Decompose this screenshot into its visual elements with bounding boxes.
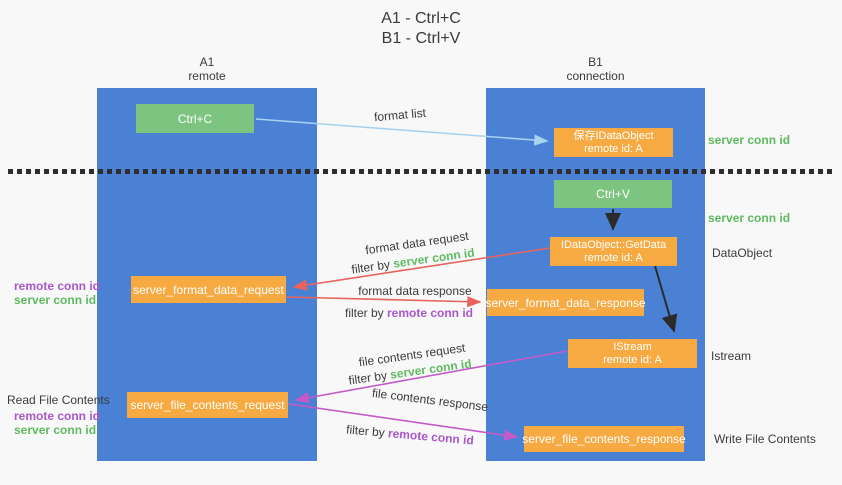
filter-by-text: filter by bbox=[345, 422, 389, 441]
node-save-dataobject-line2: remote id: A bbox=[584, 142, 643, 155]
node-file-request: server_file_contents_request bbox=[127, 392, 288, 418]
annotation-istream: Istream bbox=[711, 349, 752, 363]
node-format-response-label: server_format_data_response bbox=[485, 295, 646, 310]
lane-left-role: remote bbox=[188, 69, 226, 83]
filter-by-text: filter by bbox=[344, 306, 387, 320]
annotation-server-conn-id-mid: server conn id bbox=[708, 211, 791, 225]
node-file-response: server_file_contents_response bbox=[522, 426, 686, 452]
node-ctrl-v-label: Ctrl+V bbox=[596, 187, 630, 201]
annotation-server-conn-id-left-2: server conn id bbox=[14, 423, 97, 437]
label-format-list: format list bbox=[373, 105, 427, 125]
annotation-write-file-contents: Write File Contents bbox=[714, 432, 816, 446]
node-file-response-label: server_file_contents_response bbox=[522, 432, 686, 446]
lane-left-name: A1 bbox=[199, 55, 215, 69]
annotation-remote-conn-id-2: remote conn id bbox=[14, 409, 101, 423]
title-line-1: A1 - Ctrl+C bbox=[381, 10, 461, 27]
annotation-dataobject: DataObject bbox=[712, 246, 773, 260]
node-save-dataobject: 保存IDataObject remote id: A bbox=[554, 128, 673, 157]
label-format-data-response: format data response bbox=[358, 284, 472, 298]
node-format-request-label: server_format_data_request bbox=[133, 282, 284, 297]
node-getdata: IDataObject::GetData remote id: A bbox=[550, 237, 677, 266]
node-save-dataobject-line1: 保存IDataObject bbox=[573, 129, 654, 142]
title-line-2: B1 - Ctrl+V bbox=[381, 30, 461, 47]
node-istream-line1: IStream bbox=[613, 340, 652, 353]
label-filter-remote-2: filter by remote conn id bbox=[346, 422, 475, 447]
remote-conn-id-token: remote conn id bbox=[387, 306, 474, 320]
annotation-remote-conn-id-1: remote conn id bbox=[14, 279, 101, 293]
node-ctrl-c-label: Ctrl+C bbox=[177, 111, 213, 126]
node-istream-line2: remote id: A bbox=[603, 353, 662, 366]
label-file-contents-response: file contents response bbox=[371, 385, 489, 415]
lane-header-left: A1 remote bbox=[97, 55, 317, 83]
label-filter-remote-1: filter by remote conn id bbox=[345, 306, 473, 320]
dotted-separator bbox=[8, 169, 835, 174]
node-file-request-label: server_file_contents_request bbox=[130, 398, 285, 412]
node-ctrl-c: Ctrl+C bbox=[136, 104, 254, 133]
filter-by-text: filter by bbox=[350, 256, 395, 277]
node-getdata-line2: remote id: A bbox=[584, 251, 643, 264]
node-getdata-line1: IDataObject::GetData bbox=[560, 238, 667, 251]
node-istream: IStream remote id: A bbox=[568, 339, 697, 368]
filter-by-text: filter by bbox=[347, 367, 392, 388]
lane-right-name: B1 bbox=[588, 55, 603, 69]
lane-header-right: B1 connection bbox=[486, 55, 705, 83]
diagram-title: A1 - Ctrl+C B1 - Ctrl+V bbox=[0, 9, 842, 49]
annotation-server-conn-id-left-1: server conn id bbox=[14, 293, 97, 307]
lane-right-role: connection bbox=[566, 69, 625, 83]
remote-conn-id-token: remote conn id bbox=[387, 426, 475, 448]
annotation-read-file-contents: Read File Contents bbox=[7, 393, 110, 407]
node-format-request: server_format_data_request bbox=[131, 276, 286, 303]
node-format-response: server_format_data_response bbox=[485, 289, 646, 316]
annotation-server-conn-id-top: server conn id bbox=[708, 133, 791, 147]
node-ctrl-v: Ctrl+V bbox=[554, 180, 672, 208]
